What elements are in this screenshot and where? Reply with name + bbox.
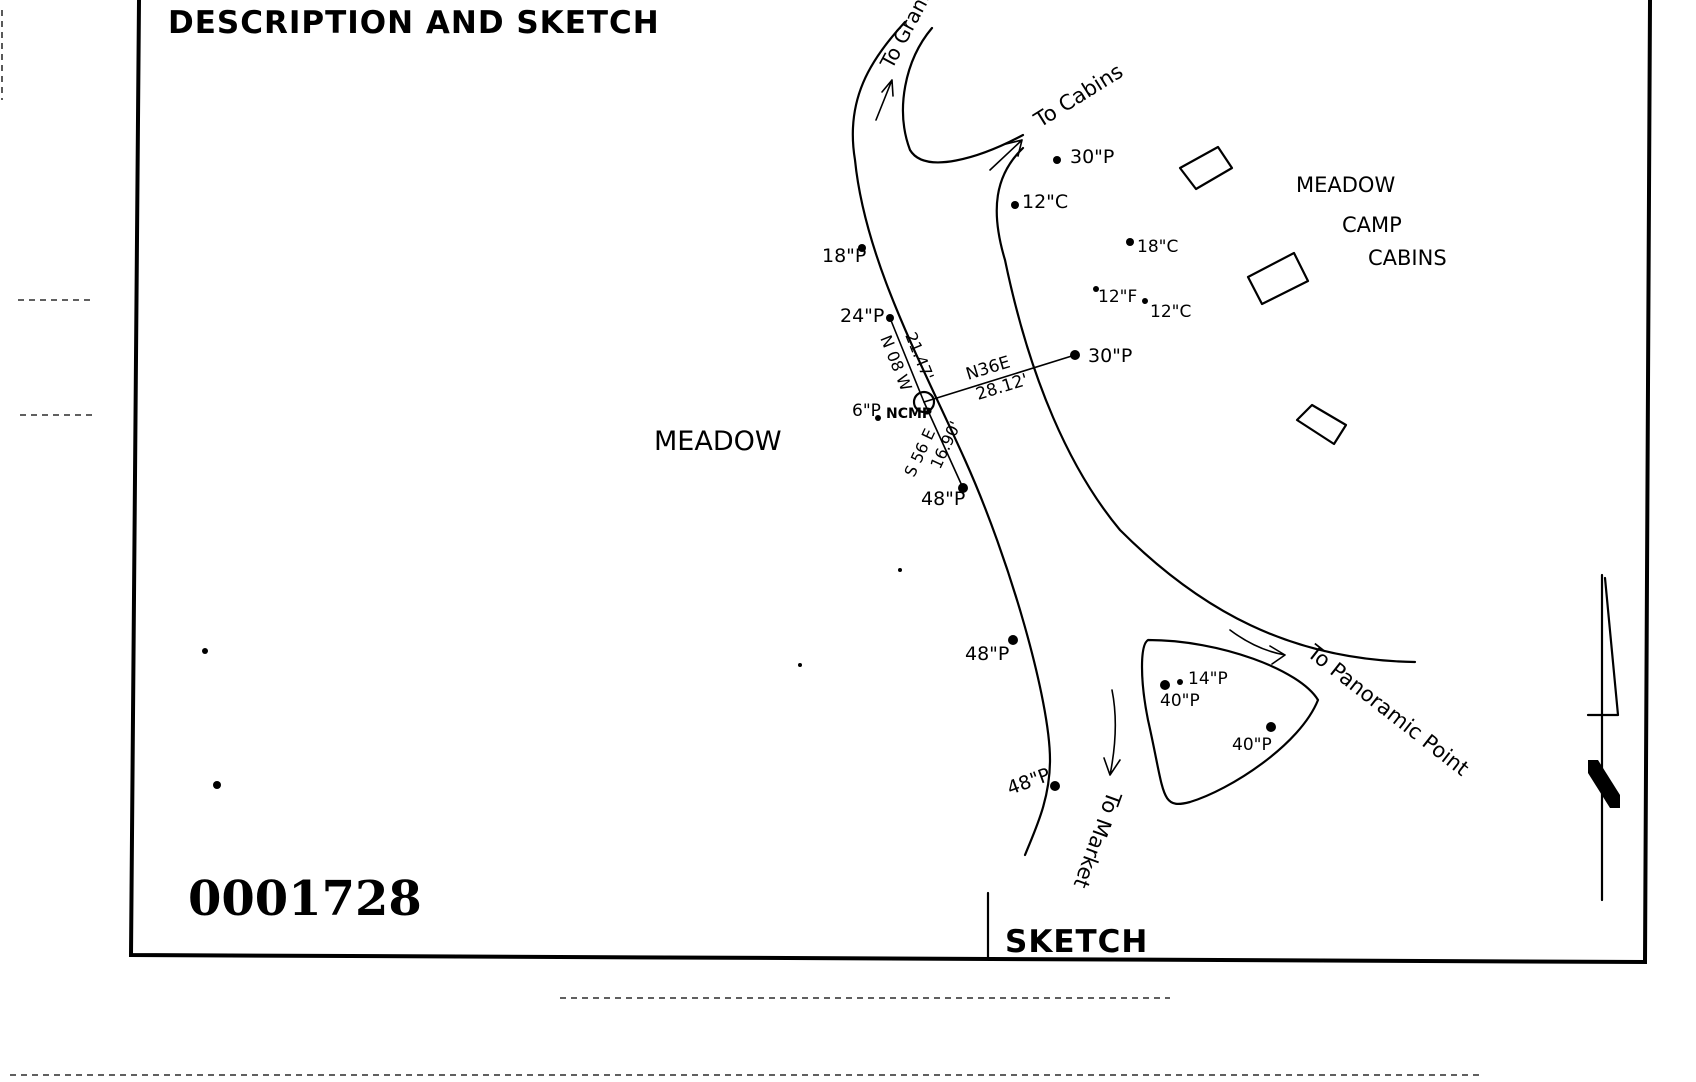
camp-label-line2: CAMP xyxy=(1342,213,1402,237)
tree-label: 30"P xyxy=(1070,146,1114,168)
survey-annotations: NCMP N36E 28.12' N 08 W 21.47' S 56 E 16… xyxy=(876,329,1030,479)
scan-artifacts xyxy=(1,10,1480,1076)
road-label-grant-tree: To Grant Tree xyxy=(875,0,959,73)
meadow-label: MEADOW xyxy=(654,426,782,457)
tree-label: 18"C xyxy=(1137,237,1178,257)
arrow-to-grant-tree xyxy=(875,79,894,121)
station-marker-icon xyxy=(912,390,936,414)
road-label-cabins: To Cabins xyxy=(1029,59,1127,133)
main-road-west-edge xyxy=(851,20,1052,857)
tree-label: 48"P xyxy=(921,488,965,510)
tree-label: 40"P xyxy=(1232,735,1272,755)
panoramic-loop xyxy=(1140,638,1320,806)
sketch-label: SKETCH xyxy=(1005,924,1148,960)
arrow-to-cabins xyxy=(989,139,1023,171)
tree-label: 12"C xyxy=(1150,302,1191,322)
line-to-south-tree xyxy=(923,401,964,489)
cabin-2 xyxy=(1246,251,1310,306)
tree-label: 40"P xyxy=(1160,691,1200,711)
road-network xyxy=(851,20,1417,857)
tree-label: 24"P xyxy=(840,305,884,327)
tree-label: 12"F xyxy=(1098,287,1137,307)
cabins-road-edge xyxy=(995,146,1417,664)
tree-label: 18"P xyxy=(822,245,866,267)
survey-lines xyxy=(889,317,1076,489)
road-label-market: To Market xyxy=(1069,787,1126,891)
tree-points xyxy=(202,156,1276,791)
station-label: NCMP xyxy=(886,406,932,422)
tree-label: 6"P xyxy=(852,401,881,421)
cabin-3 xyxy=(1295,403,1348,446)
line-to-east-tree xyxy=(923,354,1076,403)
road-labels: To Grant Tree To Cabins To Panoramic Poi… xyxy=(875,0,1474,891)
arrow-to-panoramic xyxy=(1229,629,1286,665)
camp-label-line1: MEADOW xyxy=(1296,173,1395,197)
arrow-to-market xyxy=(1103,689,1121,776)
main-road-east-edge xyxy=(901,26,1025,164)
sheet-frame xyxy=(128,0,1652,965)
tree-label: 48"P xyxy=(965,643,1009,665)
tree-label: 12"C xyxy=(1022,191,1068,213)
area-labels: MEADOW MEADOW CAMP CABINS xyxy=(654,173,1447,457)
line-to-north-tree xyxy=(889,317,925,403)
camp-label-line3: CABINS xyxy=(1368,246,1447,270)
tree-label: 30"P xyxy=(1088,345,1132,367)
north-arrow-icon xyxy=(1586,573,1620,902)
camp-cabins xyxy=(1178,145,1348,446)
tree-label: 14"P xyxy=(1188,669,1228,689)
header-title: DESCRIPTION AND SKETCH xyxy=(168,5,660,41)
tree-labels: 30"P 12"C 18"C 12"F 12"C 18"P 24"P 30"P … xyxy=(822,146,1272,800)
cabin-1 xyxy=(1178,145,1234,191)
serial-number: 0001728 xyxy=(188,871,422,927)
direction-arrows xyxy=(875,79,1286,776)
